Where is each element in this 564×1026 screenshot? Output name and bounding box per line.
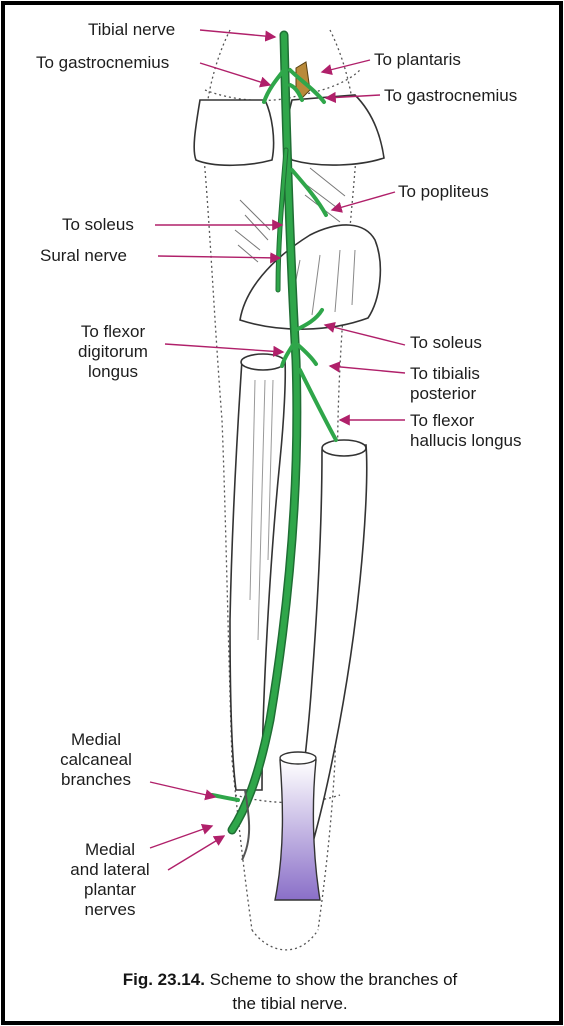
label-to-gastrocnemius-right: To gastrocnemius: [384, 86, 517, 106]
label-to-flexor-digitorum-longus: To flexor digitorum longus: [60, 322, 166, 382]
label-line: posterior: [410, 384, 480, 404]
label-line: hallucis longus: [410, 431, 522, 451]
label-line: Medial: [44, 730, 148, 750]
caption-text-2: the tibial nerve.: [40, 992, 540, 1016]
label-to-soleus-right: To soleus: [410, 333, 482, 353]
label-line: and lateral: [52, 860, 168, 880]
flexor-digitorum-muscle: [230, 360, 285, 790]
label-to-gastrocnemius-left: To gastrocnemius: [36, 53, 169, 73]
label-to-flexor-hallucis-longus: To flexor hallucis longus: [410, 411, 522, 451]
figure-caption: Fig. 23.14. Scheme to show the branches …: [40, 968, 540, 1016]
label-to-tibialis-posterior: To tibialis posterior: [410, 364, 480, 404]
label-line: To flexor: [60, 322, 166, 342]
label-line: plantar: [52, 880, 168, 900]
label-line: calcaneal: [44, 750, 148, 770]
label-line: digitorum: [60, 342, 166, 362]
caption-line-1: Fig. 23.14. Scheme to show the branches …: [40, 968, 540, 992]
label-tibial-nerve: Tibial nerve: [88, 20, 175, 40]
label-line: nerves: [52, 900, 168, 920]
label-medial-calcaneal-branches: Medial calcaneal branches: [44, 730, 148, 790]
label-to-plantaris: To plantaris: [374, 50, 461, 70]
label-line: branches: [44, 770, 148, 790]
label-line: longus: [60, 362, 166, 382]
label-line: To flexor: [410, 411, 522, 431]
label-line: Medial: [52, 840, 168, 860]
label-sural-nerve: Sural nerve: [40, 246, 127, 266]
label-plantar-nerves: Medial and lateral plantar nerves: [52, 840, 168, 920]
soleus-muscle: [240, 225, 380, 329]
label-to-popliteus: To popliteus: [398, 182, 489, 202]
caption-text-1: Scheme to show the branches of: [210, 970, 458, 989]
label-line: To tibialis: [410, 364, 480, 384]
figure-number: Fig. 23.14.: [123, 970, 205, 989]
label-to-soleus-left: To soleus: [62, 215, 134, 235]
achilles-tendon: [275, 760, 320, 900]
